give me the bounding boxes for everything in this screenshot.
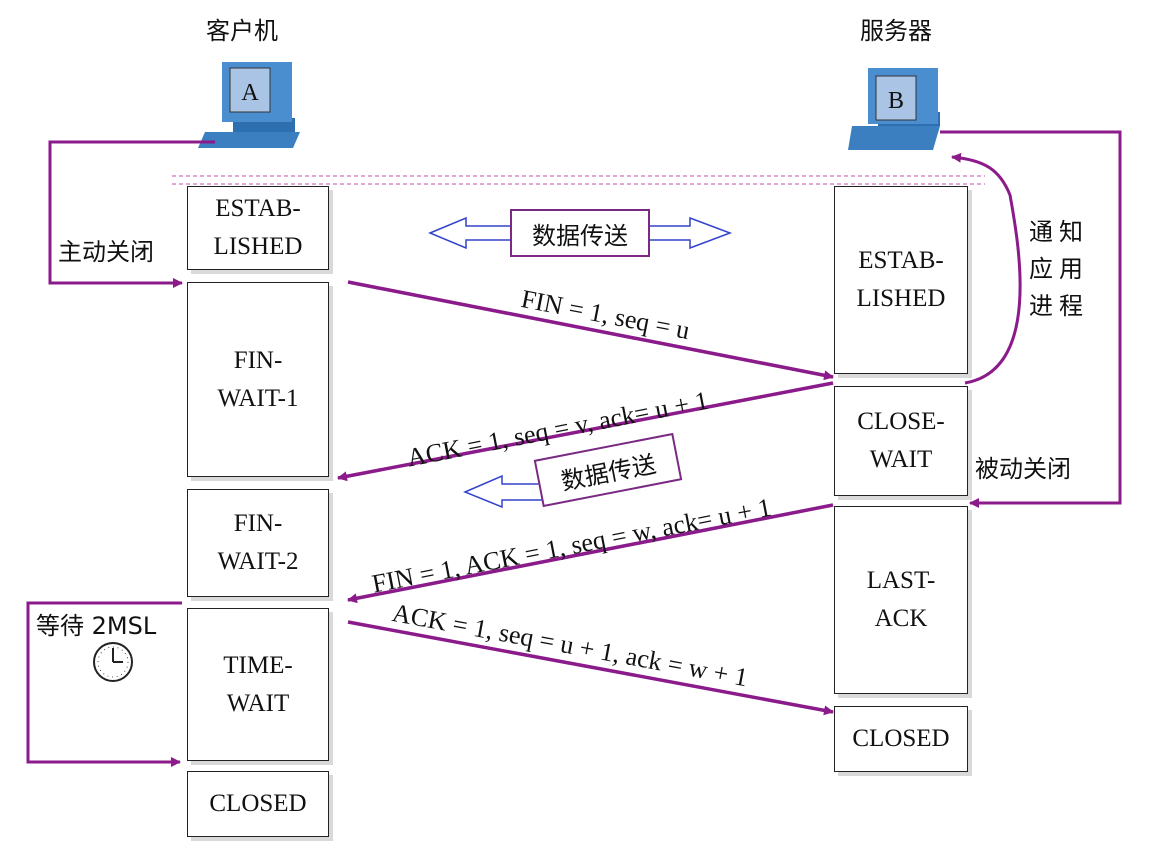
client-computer-icon: A — [198, 62, 300, 148]
server-state-last-ack: LAST-ACK — [834, 506, 968, 694]
client-state-time-wait: TIME-WAIT — [187, 608, 329, 761]
fin-arrow-1 — [347, 280, 834, 381]
wait-2msl-label: 等待 2MSL — [36, 612, 157, 640]
active-close-label: 主动关闭 — [58, 238, 154, 266]
client-state-fin-wait-2: FIN-WAIT-2 — [187, 489, 329, 597]
server-computer-icon: B — [848, 68, 940, 150]
server-title: 服务器 — [860, 17, 932, 45]
data-transfer-box-1: 数据传送 — [510, 209, 650, 257]
server-state-closed: CLOSED — [834, 706, 968, 772]
notify-app-arrow — [951, 152, 1022, 385]
separator-line — [172, 175, 985, 185]
client-state-established: ESTAB-LISHED — [187, 186, 329, 270]
ack-arrow-1 — [337, 381, 834, 482]
client-state-fin-wait-1: FIN-WAIT-1 — [187, 282, 329, 477]
client-letter: A — [241, 80, 259, 106]
ack-arrow-2 — [347, 620, 834, 716]
server-state-established: ESTAB-LISHED — [834, 186, 968, 374]
passive-close-label: 被动关闭 — [975, 455, 1071, 483]
passive-close-arrow — [940, 130, 1122, 508]
data-transfer-left-arrow — [463, 474, 546, 509]
client-state-closed: CLOSED — [187, 771, 329, 837]
notify-app-label-col2: 知用程 — [1059, 218, 1083, 320]
active-close-arrow — [48, 140, 215, 288]
server-letter: B — [888, 88, 904, 114]
notify-app-label-col1: 通应进 — [1029, 218, 1053, 320]
server-state-close-wait: CLOSE-WAIT — [834, 386, 968, 496]
clock-icon — [93, 642, 133, 682]
time-wait-arrow — [26, 601, 182, 767]
fin-arrow-2 — [347, 503, 834, 604]
client-title: 客户机 — [206, 17, 278, 45]
